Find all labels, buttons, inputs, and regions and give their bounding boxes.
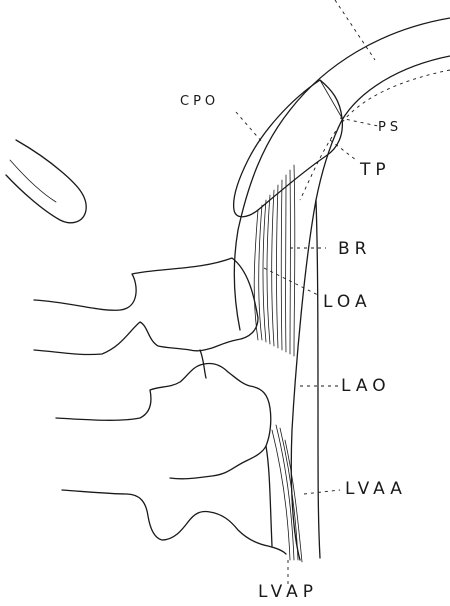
- posterior-line: [316, 200, 320, 558]
- label-lvaa: LVAA: [345, 481, 407, 498]
- cranial-inner: [10, 160, 56, 202]
- leader-cpo: [236, 112, 262, 142]
- vertebra-upper: [34, 258, 258, 355]
- vertebra-middle: [56, 363, 271, 478]
- label-lvap: LVAP: [258, 584, 318, 601]
- leader-loa: [264, 268, 320, 296]
- lower-body-edge: [266, 446, 272, 546]
- label-tp: TP: [360, 162, 391, 179]
- label-cpo: CPO: [180, 95, 219, 108]
- ps-divider: [320, 80, 342, 118]
- dashed-curve: [300, 70, 450, 200]
- lower-striations: [272, 425, 302, 562]
- label-br: BR: [338, 241, 371, 258]
- cpo-process: [234, 80, 343, 217]
- label-ps: PS: [378, 121, 402, 134]
- muscle-striations: [254, 165, 295, 356]
- leader-ps: [340, 118, 378, 126]
- label-loa: LOA: [323, 294, 372, 311]
- top-pointer: [335, 0, 375, 60]
- cranial-curve: [6, 140, 86, 223]
- leader-lvaa: [304, 490, 340, 494]
- vertebra-lower: [62, 490, 286, 554]
- label-lao: LAO: [341, 378, 391, 395]
